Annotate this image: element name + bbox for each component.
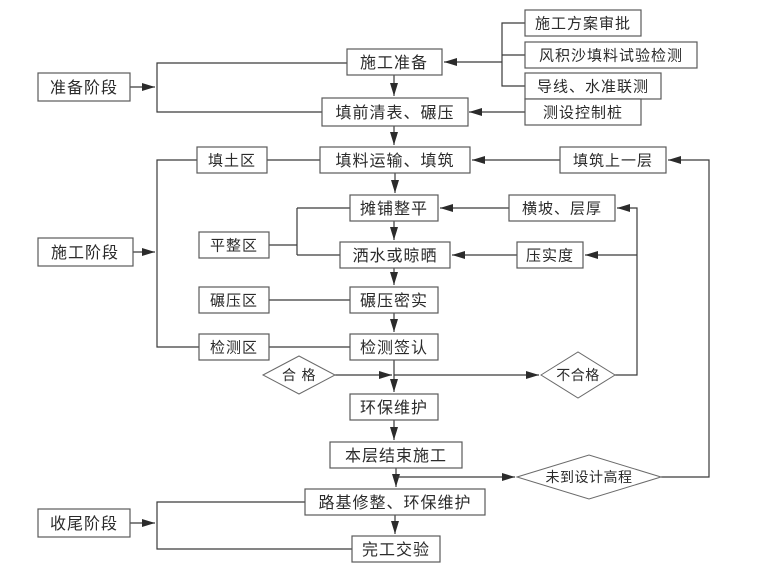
flow-box-haul-fill: 填料运输、填筑 [319, 146, 471, 174]
flow-box-test-sign: 检测签认 [349, 333, 439, 361]
flow-box-layer-end: 本层结束施工 [329, 441, 463, 469]
zone-test-label: 检测区 [210, 338, 258, 356]
flow-roll-compact-label: 碾压密实 [360, 291, 428, 310]
input-survey-label: 导线、水准联测 [537, 77, 649, 95]
decision-fail-label: 不合格 [556, 368, 600, 384]
phase-construct-label: 施工阶段 [51, 243, 119, 262]
phase-finish-label: 收尾阶段 [50, 514, 118, 533]
flow-box-prepare: 施工准备 [346, 48, 443, 76]
input-compaction-label: 压实度 [526, 246, 574, 264]
input-sand-test-label: 风积沙填料试验检测 [539, 46, 683, 64]
phase-prepare-label: 准备阶段 [50, 78, 118, 97]
flow-box-roll-compact: 碾压密实 [349, 286, 439, 314]
input-box-control-stakes: 测设控制桩 [524, 98, 642, 126]
zone-box-test: 检测区 [198, 333, 270, 361]
zone-level-label: 平整区 [210, 236, 258, 254]
input-box-plan-approval: 施工方案审批 [524, 9, 642, 37]
decision-pass-label: 合 格 [282, 368, 316, 384]
input-slope-thickness-label: 横坡、层厚 [522, 199, 602, 217]
decision-below-elevation-diamond: 未到设计高程 [515, 454, 663, 500]
input-box-compaction: 压实度 [516, 241, 584, 269]
flow-box-water-dry: 洒水或晾晒 [339, 241, 451, 269]
edge-prepare-phase-bracket [156, 62, 347, 113]
decision-pass-diamond: 合 格 [261, 355, 337, 395]
flow-box-clear-roll: 填前清表、碾压 [321, 97, 469, 127]
zone-roll-label: 碾压区 [210, 291, 258, 309]
flow-box-env-protect: 环保维护 [349, 393, 439, 421]
zone-box-roll: 碾压区 [198, 286, 270, 314]
zone-fill-label: 填土区 [208, 151, 256, 169]
flow-box-handover: 完工交验 [351, 535, 441, 563]
phase-box-construct: 施工阶段 [37, 237, 134, 267]
flow-prepare-label: 施工准备 [360, 53, 428, 72]
input-box-survey: 导线、水准联测 [524, 72, 662, 100]
flow-trim-env-label: 路基修整、环保维护 [318, 493, 471, 512]
zone-box-fill: 填土区 [196, 146, 268, 174]
flow-box-trim-env: 路基修整、环保维护 [304, 488, 486, 516]
input-box-sand-test: 风积沙填料试验检测 [524, 41, 698, 69]
arrow-fail-to-slope [615, 204, 638, 376]
arrow-elevation-to-nextlayer [661, 156, 710, 478]
flow-pave-level-label: 摊铺整平 [360, 199, 428, 218]
input-box-next-layer: 填筑上一层 [559, 146, 667, 174]
decision-below-elevation-label: 未到设计高程 [546, 469, 633, 486]
edge-finish-phase-bracket [156, 501, 352, 550]
input-control-stakes-label: 测设控制桩 [543, 103, 623, 121]
flow-haul-fill-label: 填料运输、填筑 [335, 151, 454, 170]
input-box-slope-thickness: 横坡、层厚 [508, 194, 616, 222]
decision-fail-diamond: 不合格 [540, 351, 616, 399]
phase-box-finish: 收尾阶段 [37, 508, 131, 538]
flow-test-sign-label: 检测签认 [360, 338, 428, 357]
flow-layer-end-label: 本层结束施工 [345, 446, 447, 465]
phase-box-prepare: 准备阶段 [37, 72, 131, 102]
flow-handover-label: 完工交验 [362, 540, 430, 559]
input-plan-approval-label: 施工方案审批 [535, 14, 631, 32]
input-next-layer-label: 填筑上一层 [573, 151, 653, 169]
flow-env-protect-label: 环保维护 [360, 398, 428, 417]
edge-level-zone-bracket [269, 207, 350, 256]
flow-clear-roll-label: 填前清表、碾压 [335, 103, 454, 122]
zone-box-level: 平整区 [198, 231, 270, 259]
flow-box-pave-level: 摊铺整平 [349, 194, 439, 222]
flow-water-dry-label: 洒水或晾晒 [352, 246, 437, 265]
